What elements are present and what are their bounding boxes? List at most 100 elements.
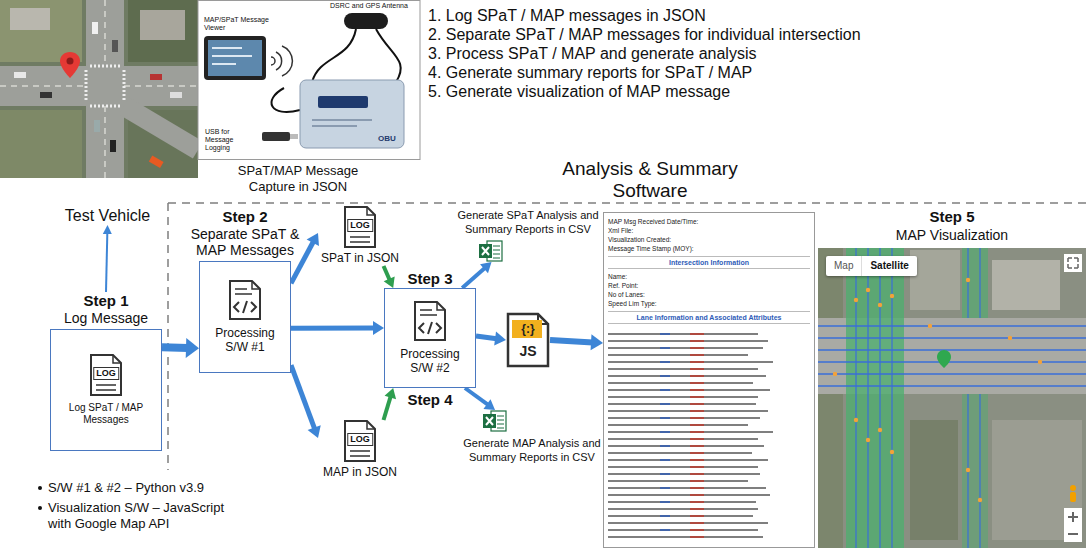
aerial-photo-part	[128, 0, 198, 62]
code-file-icon-part	[230, 281, 260, 319]
excel-icon	[479, 240, 503, 262]
report-section: Lane Information and Associated Attribut…	[608, 311, 810, 324]
file-caption: MAP in JSON	[318, 465, 402, 480]
file-caption: SPaT in JSON	[318, 251, 402, 266]
flow-arrow	[465, 388, 495, 410]
map-tab: Satellite	[862, 256, 916, 276]
map-image-part	[962, 248, 988, 318]
map-image-part	[962, 394, 988, 548]
list-item: 3. Process SPaT / MAP and generate analy…	[428, 44, 1028, 63]
hardware-photo-part	[312, 120, 372, 126]
code-file-icon	[413, 301, 447, 341]
callout-label: MAP/SPaT Message Viewer	[204, 16, 276, 32]
arrowhead	[480, 262, 491, 273]
list-item: 2. Separate SPaT / MAP messages for indi…	[428, 25, 1028, 44]
aerial-photo-part	[112, 40, 118, 52]
code-file-icon-part	[252, 281, 260, 289]
js-file-icon: {:}JS	[506, 312, 550, 368]
map-image-part	[937, 350, 951, 368]
json-file: LOG SPaT in JSON	[318, 206, 402, 266]
csv-output: Generate MAP Analysis and Summary Report…	[462, 410, 602, 464]
js-file: {:}JS	[506, 312, 550, 368]
map-image-part	[1070, 485, 1076, 491]
arrowhead	[494, 332, 506, 346]
code-file-icon-part	[415, 302, 445, 340]
process-box: Processing S/W #2	[384, 288, 476, 388]
step-node: Step 1Log MessageLOGLog SPaT / MAP Messa…	[50, 292, 162, 451]
map-image-part	[818, 248, 1086, 548]
boundary-line-part	[168, 203, 1090, 470]
excel-icon-part	[483, 414, 496, 428]
aerial-photo-part	[14, 72, 26, 78]
report-field: Speed Lim Type:	[608, 299, 810, 308]
code-file-icon-shape	[228, 280, 262, 320]
arrow-shaft	[476, 336, 497, 339]
map-image-part	[966, 468, 970, 472]
map-image-part	[846, 248, 904, 548]
process-box: Processing S/W #1	[199, 261, 291, 373]
excel-icon-part	[497, 416, 504, 428]
arrowhead	[373, 321, 384, 335]
report-field: Message Time Stamp (MOY):	[608, 244, 810, 253]
log-file-icon-part	[345, 207, 375, 247]
map-image-part	[1070, 492, 1076, 502]
step-subheading: Log Message	[50, 310, 162, 326]
report-caption: Generate SPaT Analysis and Summary Repor…	[455, 208, 601, 236]
log-file-icon-part	[367, 207, 375, 215]
map-image-part	[854, 418, 858, 422]
excel-icon-shape	[483, 410, 507, 432]
flow-arrow	[550, 334, 603, 350]
aerial-photo-part	[150, 74, 162, 80]
report-sheet	[603, 212, 815, 548]
map-image-part	[818, 326, 1086, 386]
map-image-part	[928, 324, 932, 328]
aerial-photo-part	[0, 0, 198, 178]
step-heading: Step 2	[182, 208, 308, 226]
excel-icon-part	[479, 244, 492, 258]
arrow-shaft	[291, 241, 314, 283]
arrowhead	[186, 338, 199, 358]
arrowhead	[385, 388, 396, 399]
map-image-part	[878, 428, 882, 432]
step-subheading: Separate SPaT & MAP Messages	[182, 226, 308, 258]
aerial-photo-part	[67, 58, 74, 65]
report-sheet-part	[690, 334, 704, 537]
map-image-part	[992, 260, 1060, 310]
map-image-part	[1068, 258, 1078, 268]
list-item: 5. Generate visualization of MAP message	[428, 82, 1028, 101]
report-field: Ref. Point:	[608, 281, 810, 290]
icon-label: LOG	[347, 433, 373, 446]
flow-arrow	[103, 225, 112, 292]
excel-icon-part	[493, 246, 500, 258]
code-file-icon-shape	[413, 301, 447, 341]
excel-icon	[483, 410, 507, 432]
hardware-photo	[198, 1, 420, 160]
map-image-part	[910, 420, 958, 540]
code-file-icon-part	[419, 322, 441, 334]
report-field: Xml File:	[608, 226, 810, 235]
aerial-photo-part	[110, 140, 116, 152]
map-image-part	[1008, 336, 1012, 340]
summary-report: MAP Msg Received Date/Time:Xml File:Visu…	[603, 212, 815, 548]
map-image-part	[1068, 512, 1078, 534]
code-file-icon-part	[234, 301, 256, 313]
flow-arrow	[384, 388, 397, 420]
flow-arrow	[476, 332, 506, 346]
report-field: MAP Msg Received Date/Time:	[608, 217, 810, 226]
map-image-part	[856, 248, 980, 548]
report-sheet-part	[660, 334, 670, 530]
map-image-part	[878, 303, 882, 307]
map-lane-nodes	[833, 278, 1042, 502]
arrow-shaft	[106, 233, 107, 292]
excel-icon-part	[482, 247, 489, 255]
bullet-text: Visualization S/W – JavaScript with Goog…	[48, 500, 228, 532]
arrow-shaft	[162, 343, 188, 352]
list-item: 4. Generate summary reports for SPaT / M…	[428, 63, 1028, 82]
hardware-photo-part	[290, 134, 298, 139]
callout-label: DSRC and GPS Antenna	[330, 2, 418, 10]
node-label: Test Vehicle	[55, 206, 160, 225]
hardware-photo-part	[344, 13, 388, 29]
aerial-photo-part	[60, 52, 80, 78]
log-file-icon: LOG	[343, 206, 377, 248]
